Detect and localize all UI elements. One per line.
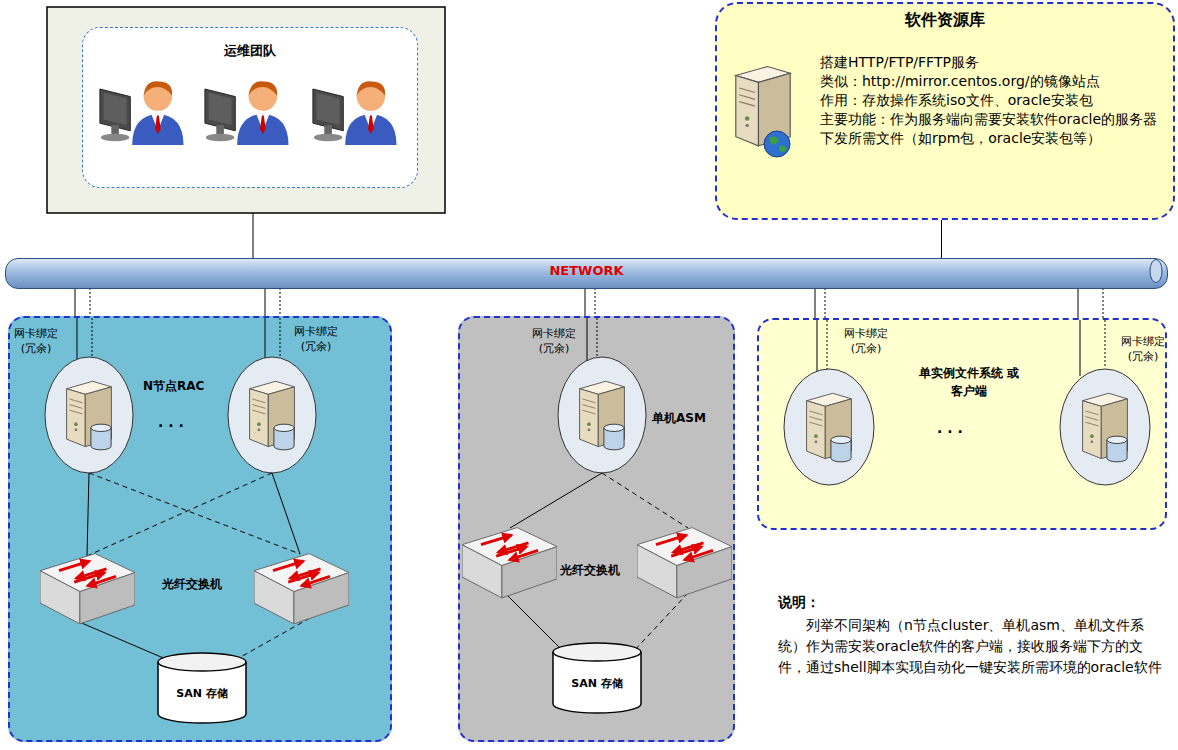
- nic-bond-label: 网卡绑定 (冗余): [1119, 334, 1167, 364]
- nic-bond-label: 网卡绑定 (冗余): [12, 326, 60, 356]
- node-text: 作用：存放操作系统iso文件、oracle安装包: [820, 91, 1161, 110]
- node-title: NETWORK: [6, 259, 1167, 283]
- note-text: 列举不同架构（n节点cluster、单机asm、单机文件系统）作为需安装orac…: [778, 615, 1166, 678]
- node-title: 软件资源库: [717, 10, 1161, 31]
- switch-label: 光纤交换机: [162, 576, 222, 593]
- node-text: 类似：http://mirror.centos.org/的镜像站点: [820, 72, 1161, 91]
- network-bar: NETWORK: [5, 258, 1168, 289]
- nic-bond-label: 网卡绑定 (冗余): [292, 324, 340, 354]
- node-title: SAN 存储: [157, 686, 247, 701]
- node-title: 单实例文件系统 或客户端: [917, 364, 1021, 400]
- nic-bond-label: 网卡绑定 (冗余): [530, 326, 578, 356]
- ellipsis-mark: · · ·: [158, 418, 184, 434]
- asm-region: 单机ASM SAN 存储 网卡绑定 (冗余) 光纤交换机: [458, 316, 735, 742]
- node-text: 主要功能：作为服务端向需要安装软件oracle的服务器下发所需文件（如rpm包，…: [820, 110, 1161, 148]
- san-storage: SAN 存储: [157, 652, 247, 724]
- node-title: N节点RAC: [143, 378, 204, 395]
- node-title: SAN 存储: [552, 676, 642, 691]
- fs-region: 单实例文件系统 或客户端网卡绑定 (冗余)网卡绑定 (冗余)· · ·: [757, 318, 1167, 530]
- note-heading: 说明：: [778, 594, 820, 612]
- switch-label: 光纤交换机: [560, 562, 620, 579]
- connector-line: [941, 220, 942, 258]
- repository-box: 软件资源库搭建HTTP/FTP/FFTP服务类似：http://mirror.c…: [715, 2, 1175, 220]
- rac-region: N节点RAC SAN 存储 · · · 光纤交换机 网卡绑定 (冗余) 网卡绑定 (冗余…: [8, 316, 392, 742]
- node-title: 单机ASM: [652, 410, 706, 427]
- node-title: 运维团队: [83, 42, 417, 60]
- node-text: 搭建HTTP/FTP/FFTP服务: [820, 53, 1161, 72]
- san-storage: SAN 存储: [552, 642, 642, 714]
- team-box: 运维团队: [82, 27, 418, 188]
- nic-bond-label: 网卡绑定 (冗余): [842, 326, 890, 356]
- ellipsis-mark: · · ·: [937, 424, 963, 440]
